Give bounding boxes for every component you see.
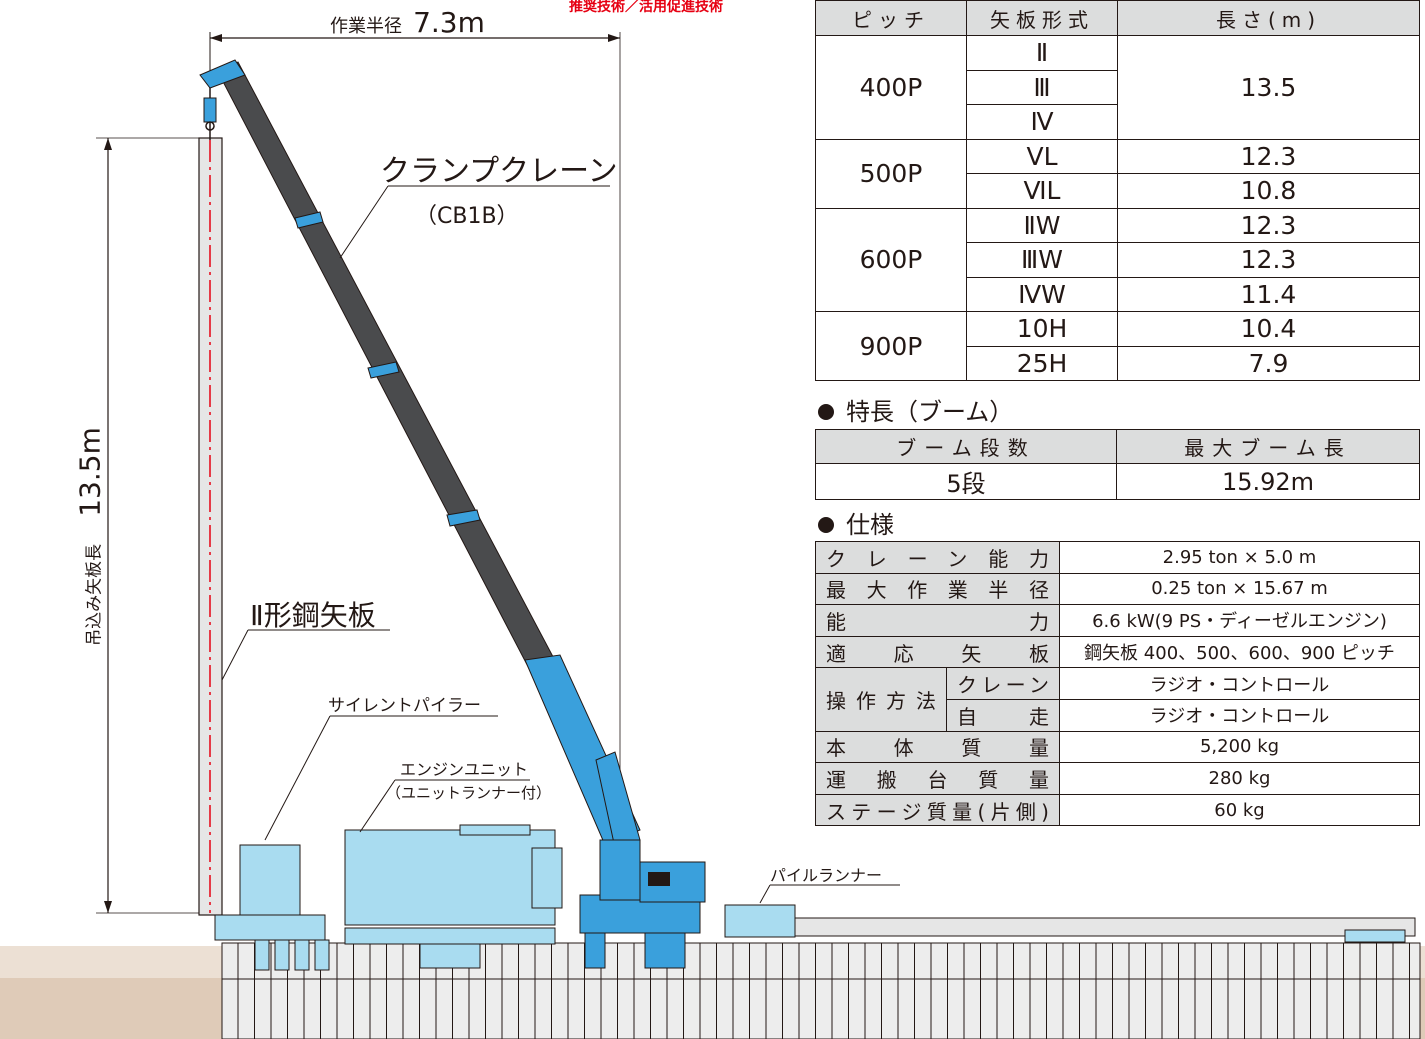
type-cell: 10H <box>966 311 1118 347</box>
col-boom-stages: ブーム段数 <box>815 429 1117 464</box>
spec-value: ラジオ・コントロール <box>1059 667 1420 700</box>
spec-sublabel: クレーン <box>946 667 1060 700</box>
spec-label: 能力 <box>815 604 1060 637</box>
table-row: 5段 15.92m <box>815 463 1420 500</box>
spec-label: 操作方法 <box>815 667 947 732</box>
badge: 推奨技術／活用促進技術 <box>569 0 723 15</box>
pile-runner <box>724 904 1416 943</box>
table-row: ステージ質量(片側)60 kg <box>815 793 1420 827</box>
spec-value: 5,200 kg <box>1059 730 1420 764</box>
type-cell: Ⅳ <box>966 104 1118 140</box>
boom-heading: 特長（ブーム） <box>818 392 1013 427</box>
pile-length-label: 吊込み矢板長 <box>84 543 105 646</box>
crane-model-label: （CB1B） <box>415 204 519 229</box>
type-cell: ⅥL <box>966 173 1118 209</box>
spec-value: 60 kg <box>1059 793 1420 827</box>
crane-boom <box>199 59 641 849</box>
col-length: 長さ(m) <box>1117 0 1420 36</box>
type-cell: ⅡW <box>966 207 1118 243</box>
spec-label: 最大作業半径 <box>815 572 1060 606</box>
engine-unit-sub-label: （ユニットランナー付） <box>386 784 552 802</box>
bullet-icon <box>818 404 834 420</box>
table-row: Ⅳ <box>816 104 1420 140</box>
length-cell: 7.9 <box>1117 345 1420 381</box>
table-header-row: ブーム段数 最大ブーム長 <box>815 429 1420 464</box>
pitch-cell: 500P <box>815 138 967 209</box>
col-pitch: ピッチ <box>815 0 967 36</box>
radius-value: 7.3m <box>413 6 485 39</box>
spec-value: 0.25 ton × 15.67 m <box>1059 572 1420 606</box>
length-cell: 12.3 <box>1117 242 1420 278</box>
crane-base <box>579 839 706 969</box>
engine-unit-label: エンジンユニット <box>400 760 529 779</box>
radius-label: 作業半径 7.3m <box>330 6 485 39</box>
length-cell: 11.4 <box>1117 276 1420 312</box>
spec-label: ステージ質量(片側) <box>815 793 1060 827</box>
col-max-boom: 最大ブーム長 <box>1116 429 1420 464</box>
table-row: 操作方法クレーンラジオ・コントロール <box>815 667 1420 732</box>
bullet-icon <box>818 517 834 533</box>
table-header-row: ピッチ 矢板形式 長さ(m) <box>815 0 1420 36</box>
type-cell: ⅢW <box>966 242 1118 278</box>
col-type: 矢板形式 <box>966 0 1118 36</box>
pile-runner-label: パイルランナー <box>770 866 883 885</box>
table-row: Ⅲ <box>816 69 1420 105</box>
spec-value: ラジオ・コントロール <box>1059 698 1420 732</box>
boom-stages-value: 5段 <box>815 463 1117 500</box>
spec-sublabel: 自走 <box>946 698 1060 732</box>
radius-label-text: 作業半径 <box>330 16 402 37</box>
pitch-cell: 900P <box>815 311 967 381</box>
type-cell: ⅤL <box>966 138 1118 174</box>
pile-length-dimension: 吊込み矢板長 13.5m <box>74 377 107 697</box>
max-boom-value: 15.92m <box>1116 463 1420 500</box>
spec-value: 280 kg <box>1059 762 1420 795</box>
engine-unit <box>344 824 563 969</box>
spec-label: 適応矢板 <box>815 635 1060 669</box>
length-cell: 12.3 <box>1117 207 1420 243</box>
type-cell: 25H <box>966 345 1118 381</box>
spec-heading-text: 仕様 <box>846 511 894 539</box>
table-row: 適応矢板鋼矢板 400、500、600、900 ピッチ <box>815 635 1420 669</box>
spec-heading: 仕様 <box>818 505 894 540</box>
length-cell: 10.8 <box>1117 173 1420 209</box>
sheet-pile-label: Ⅱ形鋼矢板 <box>250 599 376 632</box>
silent-piler-label: サイレントパイラー <box>328 696 481 716</box>
spec-value: 鋼矢板 400、500、600、900 ピッチ <box>1059 635 1420 669</box>
pitch-cell: 400P <box>815 35 967 140</box>
length-cell: 13.5 <box>1117 35 1420 140</box>
boom-table: ブーム段数 最大ブーム長 5段 15.92m <box>815 429 1420 500</box>
table-row: 自走ラジオ・コントロール <box>816 698 1420 732</box>
type-cell: Ⅱ <box>966 35 1118 71</box>
boom-heading-text: 特長（ブーム） <box>846 398 1014 426</box>
type-cell: ⅣW <box>966 276 1118 312</box>
spec-value: 6.6 kW(9 PS・ディーゼルエンジン) <box>1059 604 1420 637</box>
length-cell: 10.4 <box>1117 311 1420 347</box>
spec-value: 2.95 ton × 5.0 m <box>1059 541 1420 574</box>
pitch-cell: 600P <box>815 207 967 312</box>
silent-piler <box>214 844 330 971</box>
crane-label: クランプクレーン <box>380 154 618 189</box>
pile-length-value: 13.5m <box>73 427 107 517</box>
spec-label: クレーン能力 <box>815 541 1060 574</box>
type-cell: Ⅲ <box>966 69 1118 105</box>
spec-label: 本体質量 <box>815 730 1060 764</box>
spec-label: 運搬台質量 <box>815 762 1060 795</box>
length-cell: 12.3 <box>1117 138 1420 174</box>
installed-sheet-piles <box>221 942 1421 1039</box>
